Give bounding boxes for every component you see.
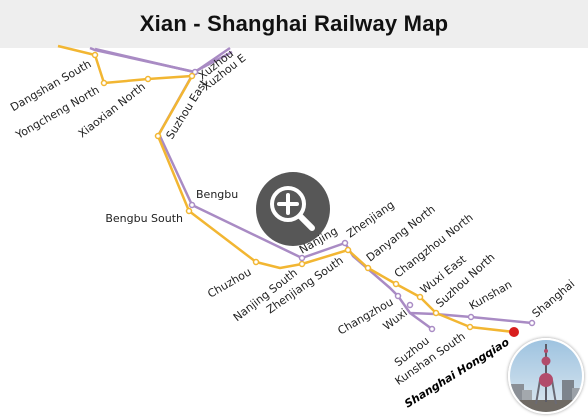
- station-dot-danyang-north: [364, 264, 372, 272]
- station-dot-kunshan: [467, 313, 475, 321]
- label-chuzhou: Chuzhou: [205, 265, 253, 300]
- station-dot-shanghai: [528, 319, 536, 327]
- purple-rail-suzhou: [409, 311, 433, 331]
- station-dot-chuzhou: [252, 258, 260, 266]
- station-dot-yongcheng-north: [100, 79, 108, 87]
- station-dot-zhenjiang: [341, 239, 349, 247]
- purple-rail-branch: [193, 50, 233, 74]
- station-dot-nanjing-south: [298, 260, 306, 268]
- yellow-rail-line: [57, 44, 515, 334]
- label-kunshan: Kunshan: [467, 278, 514, 313]
- station-dot-nanjing: [298, 254, 306, 262]
- station-dot-xiaoxian-north: [144, 75, 152, 83]
- station-dot-bengbu: [188, 201, 196, 209]
- station-dot-suzhou-east: [154, 132, 162, 140]
- station-dot-shanghai-hongqiao: [509, 327, 519, 337]
- station-dot-xuzhou: [191, 68, 199, 76]
- station-dot-wuxi-east: [416, 293, 424, 301]
- zoom-in-button[interactable]: [256, 172, 330, 246]
- oriental-pearl-tower-photo: [510, 340, 582, 412]
- label-bengbu-south: Bengbu South: [105, 212, 183, 225]
- magnifier-plus-icon: [270, 186, 315, 231]
- station-dots: [91, 51, 536, 333]
- station-dot-suzhou: [428, 325, 436, 333]
- station-dot-kunshan-south: [466, 323, 474, 331]
- station-dot-suzhou-north: [432, 309, 440, 317]
- shanghai-thumbnail[interactable]: [508, 338, 584, 414]
- station-dot-xuzhou-east: [188, 72, 196, 80]
- station-dot-bengbu-south: [185, 207, 193, 215]
- station-dot-dangshan-south: [91, 51, 99, 59]
- page-title: Xian - Shanghai Railway Map: [139, 11, 449, 36]
- label-bengbu: Bengbu: [196, 188, 238, 201]
- station-dot-changzhou: [394, 292, 402, 300]
- label-shanghai: Shanghai: [530, 277, 578, 320]
- station-dot-changzhou-north: [392, 280, 400, 288]
- station-dot-wuxi: [406, 301, 414, 309]
- title-bar: Xian - Shanghai Railway Map: [0, 0, 588, 48]
- station-dot-zhenjiang-south: [344, 246, 352, 254]
